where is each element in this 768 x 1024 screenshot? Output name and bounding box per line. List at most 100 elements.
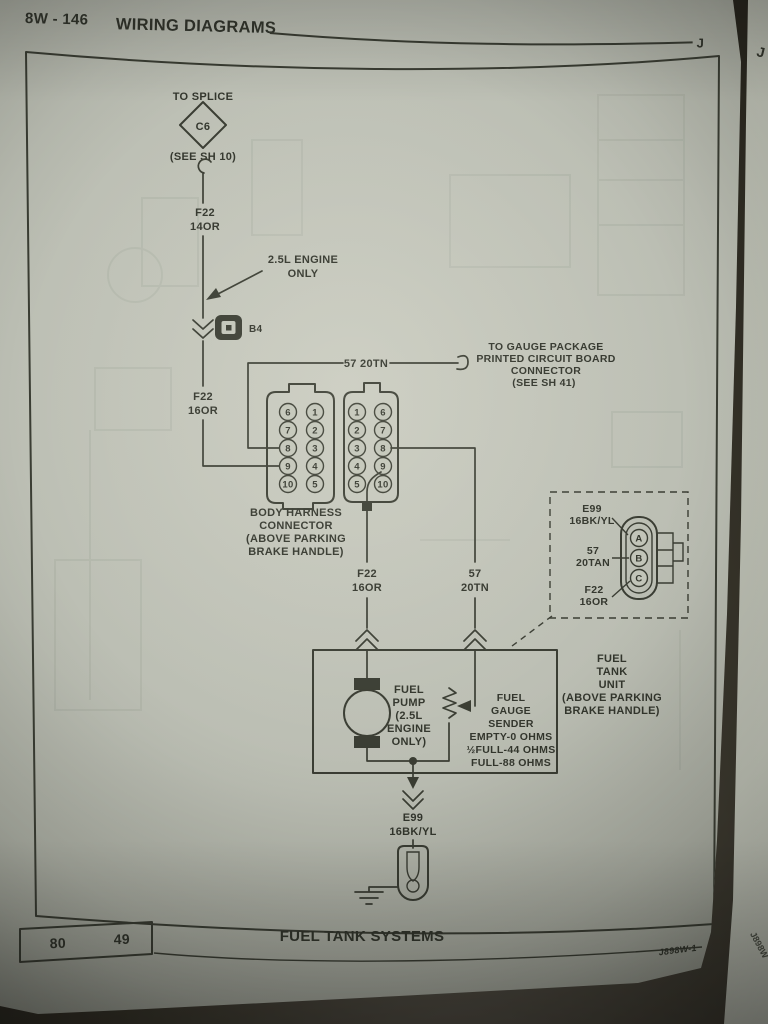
inline-connector-chevron-icon <box>192 319 214 339</box>
splice-see-note: (SEE SH 10) <box>170 151 236 163</box>
svg-text:14OR: 14OR <box>190 221 220 233</box>
svg-text:8: 8 <box>285 443 291 454</box>
svg-text:20TN: 20TN <box>461 582 489 594</box>
ground-symbol-icon <box>354 886 399 905</box>
svg-text:7: 7 <box>285 425 291 436</box>
svg-text:16OR: 16OR <box>352 582 382 594</box>
svg-text:2: 2 <box>312 425 318 436</box>
tank-connector: A B C <box>620 516 684 600</box>
svg-text:CONNECTOR: CONNECTOR <box>511 365 581 377</box>
connector-chevron-icon <box>355 629 379 651</box>
svg-text:5: 5 <box>312 479 318 490</box>
svg-text:(2.5L: (2.5L <box>395 710 422 722</box>
footer-title: FUEL TANK SYSTEMS <box>280 928 445 945</box>
svg-text:BRAKE HANDLE): BRAKE HANDLE) <box>564 705 660 717</box>
svg-text:½FULL-44 OHMS: ½FULL-44 OHMS <box>466 744 555 756</box>
svg-text:F22: F22 <box>193 391 213 403</box>
tank-connector-labels: E99 16BK/YL 57 20TAN F22 16OR <box>569 503 631 608</box>
engine-note-arrowhead <box>206 288 221 300</box>
svg-text:16OR: 16OR <box>580 596 609 608</box>
engine-note: 2.5L ENGINE ONLY <box>206 254 338 300</box>
tank-connector-detail-box: A B C E99 16BK/YL 57 20TAN F22 16OR <box>507 491 689 650</box>
wire-57-20tn <box>247 362 459 449</box>
svg-text:F22: F22 <box>195 207 215 219</box>
gauge-line-label: 57 20TN <box>344 358 388 370</box>
detail-leader-line <box>507 615 553 650</box>
pin-numbers-left-connector: 6 1 7 2 8 3 9 4 10 5 <box>282 407 318 490</box>
svg-text:16OR: 16OR <box>188 405 218 417</box>
fuel-tank-unit-label: FUEL TANK UNIT (ABOVE PARKING BRAKE HAND… <box>562 653 662 717</box>
wires-to-tank-unit <box>366 447 476 629</box>
wire-label-57-20tn-lower: 57 20TN <box>461 568 489 594</box>
header-page-ref: 8W - 146 <box>25 10 89 29</box>
down-arrowhead <box>407 777 419 789</box>
page-header: 8W - 146 WIRING DIAGRAMS J <box>25 10 705 51</box>
splice-note: TO SPLICE <box>173 91 234 103</box>
svg-text:PRINTED CIRCUIT BOARD: PRINTED CIRCUIT BOARD <box>476 353 615 365</box>
inline-connector-b4-icon <box>215 315 242 340</box>
footer-drawing-ref: J898W-1 <box>658 943 697 958</box>
svg-text:5: 5 <box>354 479 360 490</box>
svg-text:FUEL: FUEL <box>394 684 424 696</box>
svg-text:6: 6 <box>380 407 386 418</box>
header-section-letter: J <box>696 35 704 50</box>
gauge-note: TO GAUGE PACKAGE PRINTED CIRCUIT BOARD C… <box>476 341 615 389</box>
svg-text:BODY HARNESS: BODY HARNESS <box>250 507 342 519</box>
svg-text:10: 10 <box>282 479 293 490</box>
svg-text:TANK: TANK <box>597 666 628 678</box>
footer-page-right: 49 <box>113 931 130 948</box>
svg-text:F22: F22 <box>585 584 604 596</box>
svg-text:4: 4 <box>312 461 318 472</box>
next-page-section-letter: J <box>755 43 767 61</box>
svg-text:FUEL: FUEL <box>597 653 627 665</box>
tank-connector-pin-c: C <box>635 573 642 584</box>
next-page-drawing-ref: J898W <box>748 930 768 960</box>
svg-text:9: 9 <box>380 461 386 472</box>
wire-label-e99: E99 16BK/YL <box>389 812 436 838</box>
fuel-gauge-sender-symbol <box>442 649 476 719</box>
svg-text:TO GAUGE PACKAGE: TO GAUGE PACKAGE <box>488 341 603 353</box>
svg-text:10: 10 <box>377 479 388 490</box>
footer-rule <box>153 946 703 962</box>
svg-text:16BK/YL: 16BK/YL <box>389 826 436 838</box>
footer-page-left: 80 <box>49 935 66 952</box>
svg-text:2.5L ENGINE: 2.5L ENGINE <box>268 254 338 266</box>
fuel-pump-label: FUEL PUMP (2.5L ENGINE ONLY) <box>387 684 431 748</box>
inline-connector-label: B4 <box>249 324 263 335</box>
svg-text:GAUGE: GAUGE <box>491 705 531 717</box>
svg-text:ONLY): ONLY) <box>392 736 427 748</box>
svg-text:FULL-88 OHMS: FULL-88 OHMS <box>471 757 551 769</box>
svg-text:8: 8 <box>380 443 386 454</box>
svg-text:4: 4 <box>354 461 360 472</box>
header-rule <box>269 31 693 46</box>
svg-text:(ABOVE PARKING: (ABOVE PARKING <box>562 692 662 704</box>
tank-connector-pin-a: A <box>635 533 642 544</box>
splice-id: C6 <box>196 121 211 133</box>
svg-text:E99: E99 <box>582 503 602 515</box>
engine-note-arrow <box>215 270 263 296</box>
connector-chevron-icon <box>402 790 424 810</box>
fuel-pump-symbol <box>343 649 450 765</box>
svg-text:16BK/YL: 16BK/YL <box>569 515 615 527</box>
tank-connector-pin-b: B <box>635 553 642 564</box>
splice-id-diamond <box>179 101 227 149</box>
svg-text:3: 3 <box>312 443 318 454</box>
page-footer: 80 49 FUEL TANK SYSTEMS J898W-1 <box>19 921 703 963</box>
wire-label-f22-16or-upper: F22 16OR <box>188 391 218 417</box>
fuel-tank-unit-box <box>312 649 558 774</box>
fuel-gauge-sender-label: FUEL GAUGE SENDER EMPTY-0 OHMS ½FULL-44 … <box>466 692 555 769</box>
diagram-border <box>25 51 720 935</box>
body-harness-label: BODY HARNESS CONNECTOR (ABOVE PARKING BR… <box>246 507 346 558</box>
svg-text:SENDER: SENDER <box>488 718 534 730</box>
body-harness-connector-right: 1 6 2 7 3 8 4 9 5 10 <box>343 382 399 511</box>
svg-text:57: 57 <box>587 545 599 557</box>
wire-label-f22-14or: F22 14OR <box>190 207 220 233</box>
svg-text:6: 6 <box>285 407 291 418</box>
svg-text:(ABOVE PARKING: (ABOVE PARKING <box>246 533 346 545</box>
svg-text:UNIT: UNIT <box>599 679 626 691</box>
svg-text:BRAKE HANDLE): BRAKE HANDLE) <box>248 546 344 558</box>
svg-text:E99: E99 <box>403 812 423 824</box>
svg-text:20TAN: 20TAN <box>576 557 610 569</box>
